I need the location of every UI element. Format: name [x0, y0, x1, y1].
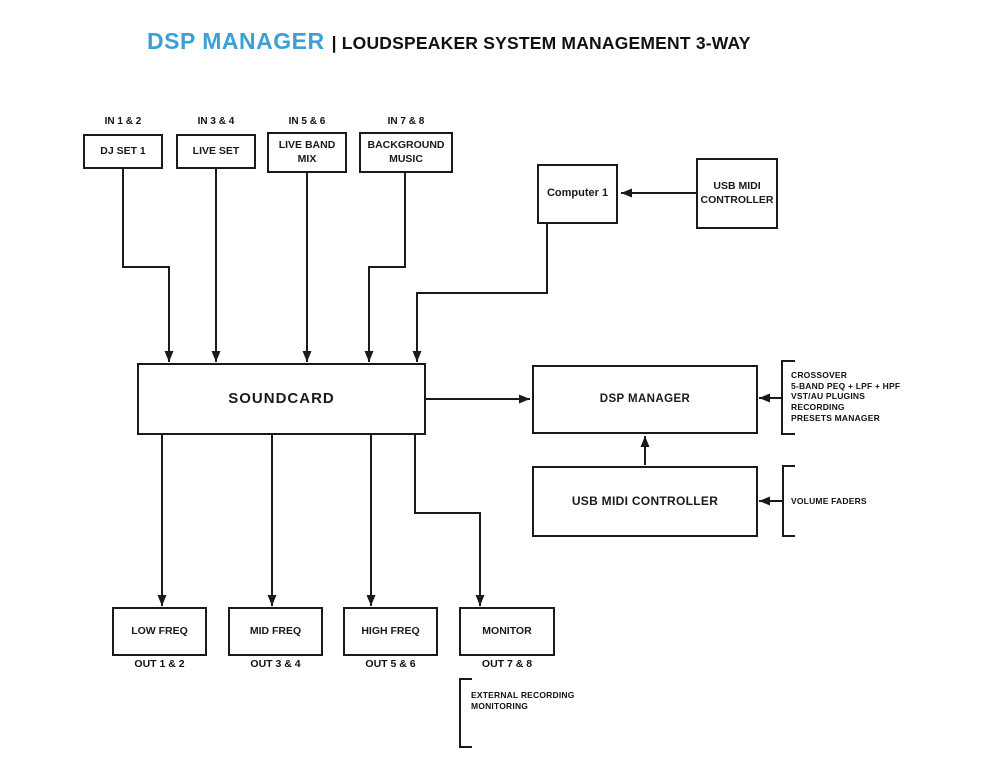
node-computer-1: Computer 1	[537, 164, 618, 224]
input-port-label-2: IN 3 & 4	[197, 116, 235, 127]
annotation-dsp-features: CROSSOVER 5-BAND PEQ + LPF + HPF VST/AU …	[791, 370, 900, 424]
node-usb-midi-controller-top: USB MIDI CONTROLLER	[696, 158, 778, 229]
node-dj-set-1: DJ SET 1	[83, 134, 163, 169]
input-port-label-4: IN 7 & 8	[387, 116, 425, 127]
dsp-feature-1: CROSSOVER	[791, 370, 848, 380]
bracket-dsp-features	[781, 360, 795, 435]
title-brand: DSP MANAGER	[147, 28, 325, 54]
dsp-feature-2: 5-BAND PEQ + LPF + HPF	[791, 380, 901, 391]
connector-soundcard-to-monitor	[414, 435, 485, 606]
node-usb-midi-controller-bottom: USB MIDI CONTROLLER	[532, 466, 758, 537]
node-low-freq: LOW FREQ	[112, 607, 207, 656]
connector-dj-set-to-soundcard	[122, 169, 174, 362]
connector-computer-to-soundcard	[412, 224, 548, 362]
output-port-label-2: OUT 3 & 4	[250, 658, 301, 670]
page-title: DSP MANAGER | LOUDSPEAKER SYSTEM MANAGEM…	[147, 28, 751, 55]
bracket-volume-faders	[782, 465, 795, 537]
node-background-music: BACKGROUND MUSIC	[359, 132, 453, 173]
bracket-external-recording	[459, 678, 472, 748]
external-recording-line-2: MONITORING	[471, 700, 529, 711]
annotation-external-recording: EXTERNAL RECORDING MONITORING	[471, 690, 575, 711]
external-recording-line-1: EXTERNAL RECORDING	[471, 690, 575, 700]
node-soundcard: SOUNDCARD	[137, 363, 426, 435]
output-port-label-4: OUT 7 & 8	[481, 658, 533, 670]
dsp-feature-5: PRESETS MANAGER	[791, 412, 880, 423]
node-live-set: LIVE SET	[176, 134, 256, 169]
node-high-freq: HIGH FREQ	[343, 607, 438, 656]
output-port-label-1: OUT 1 & 2	[134, 658, 185, 670]
dsp-feature-3: VST/AU PLUGINS	[791, 391, 866, 402]
node-mid-freq: MID FREQ	[228, 607, 323, 656]
output-port-label-3: OUT 5 & 6	[365, 658, 416, 670]
input-port-label-3: IN 5 & 6	[288, 116, 326, 127]
title-subtitle: | LOUDSPEAKER SYSTEM MANAGEMENT 3-WAY	[331, 33, 751, 53]
connector-background-music-to-soundcard	[364, 172, 406, 362]
input-port-label-1: IN 1 & 2	[104, 116, 142, 127]
dsp-feature-4: RECORDING	[791, 402, 845, 413]
node-monitor: MONITOR	[459, 607, 555, 656]
node-dsp-manager: DSP MANAGER	[532, 365, 758, 434]
annotation-volume-faders: VOLUME FADERS	[791, 496, 867, 506]
node-live-band-mix: LIVE BAND MIX	[267, 132, 347, 173]
